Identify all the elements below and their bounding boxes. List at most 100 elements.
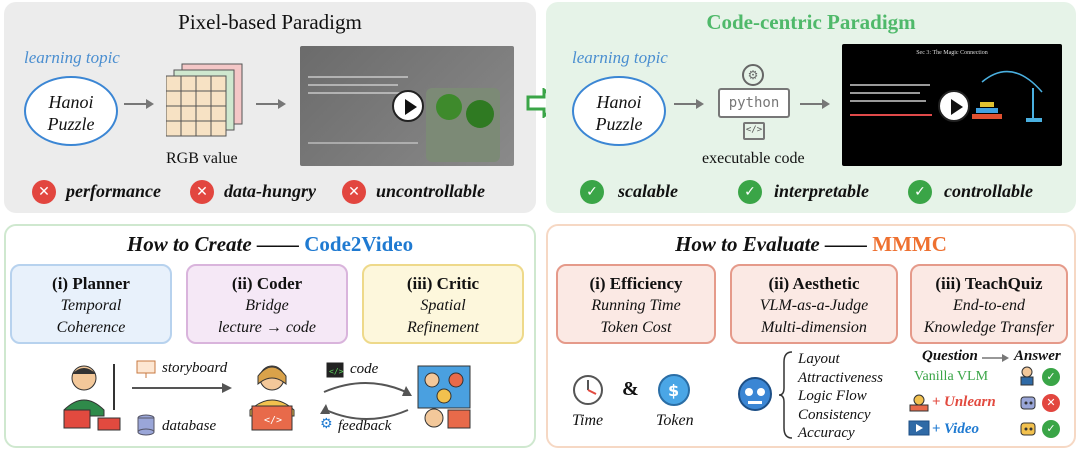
cross-icon: ✕ — [342, 180, 366, 204]
aesthetic-box: (ii) Aesthetic VLM-as-a-Judge Multi-dime… — [730, 264, 898, 344]
video-title: Sec 3: The Magic Connection — [916, 50, 988, 56]
aesthetic-item-accuracy: Accuracy — [798, 425, 855, 441]
create-title-prefix: How to Create —— — [126, 232, 299, 256]
teachquiz-head: (iii) TeachQuiz — [935, 274, 1043, 293]
time-label: Time — [572, 412, 604, 429]
storyboard-label: storyboard — [162, 360, 228, 376]
coder-line1: Bridge — [245, 297, 289, 314]
robot-judge-icon — [738, 377, 772, 411]
arrow-icon — [982, 354, 1009, 362]
pixel-video-thumbnail[interactable] — [300, 46, 514, 166]
arrow-icon — [800, 99, 830, 109]
aesthetic-line1: VLM-as-a-Judge — [759, 297, 869, 314]
play-icon[interactable] — [938, 90, 970, 122]
code-icon: </> — [743, 122, 765, 140]
blurry-text-line — [308, 84, 398, 86]
code-file-icon: </> — [326, 362, 344, 378]
aesthetic-item-logic-flow: Logic Flow — [798, 388, 867, 404]
blurry-text-line — [308, 76, 408, 78]
rgb-grid-icon — [166, 63, 243, 137]
arrow-icon — [256, 99, 286, 109]
database-label: database — [162, 418, 217, 434]
clock-icon — [573, 375, 603, 405]
unlearn-plus: + — [932, 394, 941, 410]
vanilla-vlm-label: Vanilla VLM — [914, 369, 989, 384]
gear-icon: ⚙ — [742, 64, 764, 86]
storyboard-icon — [136, 360, 156, 378]
python-label: python — [718, 88, 790, 118]
tree-icon — [436, 94, 462, 120]
play-icon[interactable] — [392, 90, 424, 122]
feedback-label: feedback — [338, 418, 392, 434]
svg-text:</>: </> — [329, 367, 344, 376]
code-paradigm-title: Code-centric Paradigm — [706, 10, 916, 34]
planner-line1: Temporal — [60, 297, 122, 314]
arrow-icon — [132, 383, 232, 393]
critic-head: (iii) Critic — [406, 274, 480, 293]
evaluate-title-name: MMMC — [872, 232, 947, 256]
aesthetic-head: (ii) Aesthetic — [768, 274, 860, 293]
con-performance: performance — [66, 181, 161, 201]
svg-text:</>: </> — [264, 415, 282, 426]
database-icon — [137, 414, 155, 436]
question-label: Question — [922, 348, 978, 364]
efficiency-line1: Running Time — [591, 297, 681, 314]
check-icon: ✓ — [1042, 368, 1060, 386]
video-film-icon — [908, 420, 930, 436]
video-text-line — [850, 84, 930, 86]
check-icon: ✓ — [580, 180, 604, 204]
critic-group-icon — [417, 365, 471, 429]
answer-label: Answer — [1014, 348, 1061, 364]
coder-head: (ii) Coder — [231, 274, 303, 293]
token-label: Token — [656, 412, 694, 429]
unlearn-label: Unlearn — [944, 394, 996, 410]
con-data-hungry: data-hungry — [224, 181, 317, 201]
video-plus: + — [932, 421, 941, 437]
topic-bubble: Hanoi Puzzle — [24, 76, 118, 146]
efficiency-head: (i) Efficiency — [589, 274, 683, 293]
pro-controllable: controllable — [944, 181, 1033, 201]
code-label: code — [350, 361, 379, 377]
tree-icon — [466, 100, 494, 128]
learning-topic-label: learning topic — [24, 48, 120, 67]
blurry-text-line — [308, 92, 404, 94]
aesthetic-list: Layout Attractiveness Logic Flow Consist… — [798, 350, 883, 443]
create-title-name: Code2Video — [304, 232, 414, 256]
pro-interpretable: interpretable — [774, 181, 869, 201]
planner-line2: Coherence — [56, 319, 126, 336]
check-icon: ✓ — [908, 180, 932, 204]
aesthetic-item-layout: Layout — [798, 351, 840, 367]
topic-text: Hanoi Puzzle — [595, 92, 643, 134]
coder-box: (ii) Coder Bridge lecture → code — [186, 264, 348, 344]
efficiency-line2: Token Cost — [600, 319, 672, 336]
aesthetic-item-consistency: Consistency — [798, 406, 871, 423]
efficiency-box: (i) Efficiency Running Time Token Cost — [556, 264, 716, 344]
svg-text:$: $ — [668, 381, 679, 400]
create-title: How to Create —— Code2Video — [4, 232, 536, 257]
hanoi-animation — [972, 70, 1043, 122]
check-icon: ✓ — [1042, 420, 1060, 438]
video-highlight-line — [850, 114, 932, 116]
code-video-thumbnail[interactable]: Sec 3: The Magic Connection — [842, 44, 1062, 166]
robot-icon — [1020, 422, 1036, 436]
coder-person-icon: </> — [249, 365, 295, 431]
planner-box: (i) Planner Temporal Coherence — [10, 264, 172, 344]
learning-topic-label: learning topic — [572, 48, 668, 67]
cross-icon: ✕ — [32, 180, 56, 204]
cross-icon: ✕ — [1042, 394, 1060, 412]
critic-line2: Refinement — [407, 319, 479, 336]
arrow-icon — [674, 99, 704, 109]
brace-icon — [778, 351, 793, 439]
topic-bubble: Hanoi Puzzle — [572, 76, 666, 146]
coder-line2: lecture → code — [217, 319, 317, 336]
con-uncontrollable: uncontrollable — [376, 181, 486, 201]
planner-head: (i) Planner — [52, 274, 130, 293]
pro-scalable: scalable — [618, 181, 678, 201]
topic-text: Hanoi Puzzle — [47, 92, 95, 134]
gear-icon: ⚙ — [320, 416, 333, 432]
critic-line1: Spatial — [420, 297, 466, 314]
ampersand: & — [622, 378, 639, 400]
arrow-icon — [124, 99, 154, 109]
pixel-paradigm-title: Pixel-based Paradigm — [178, 10, 362, 34]
rgb-value-label: RGB value — [166, 150, 238, 167]
